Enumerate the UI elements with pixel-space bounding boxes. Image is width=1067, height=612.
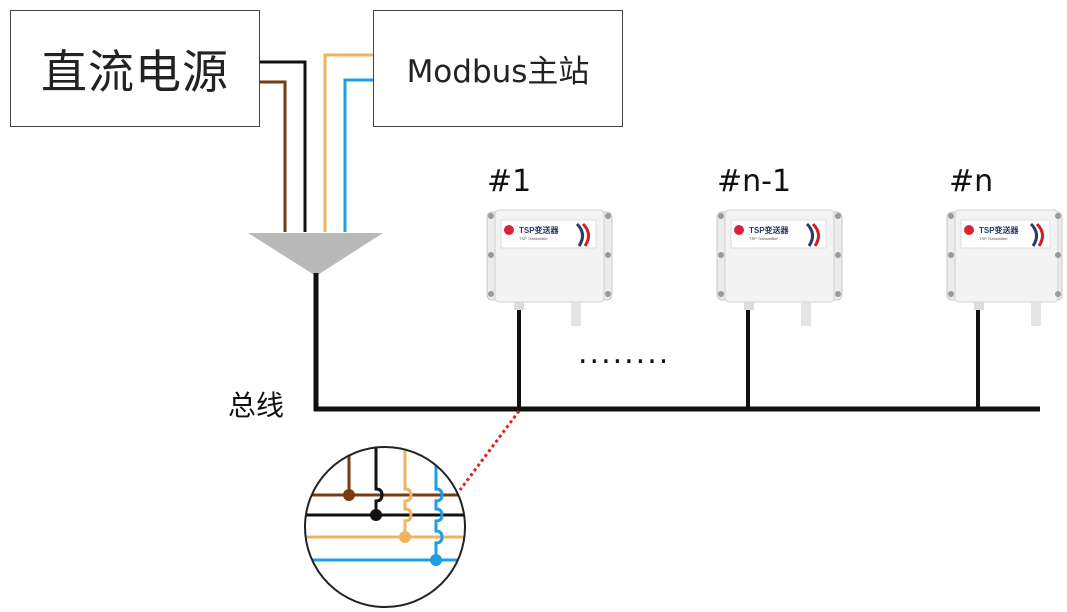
zoom-circle-outline [304, 446, 466, 608]
wire-blue [343, 78, 373, 232]
svg-text:TSP Transmitter: TSP Transmitter [749, 236, 778, 241]
modbus-master-label: Modbus主站 [406, 54, 590, 90]
bus-zoom-detail [305, 447, 465, 607]
svg-text:TSP Transmitter: TSP Transmitter [519, 236, 548, 241]
node-label-1: #1 [487, 164, 532, 199]
wire-black [260, 60, 307, 232]
device-n1: TSP变送器 TSP Transmitter [716, 209, 843, 326]
node-label-n-1: #n-1 [717, 164, 792, 199]
dc-power-supply-box: 直流电源 [10, 10, 260, 127]
node-label-n: #n [949, 164, 994, 199]
wire-yellow [323, 53, 373, 232]
zoom-connector [458, 410, 521, 491]
svg-text:TSP变送器: TSP变送器 [519, 225, 560, 235]
wire-brown [260, 80, 287, 232]
device-1: TSP变送器 TSP Transmitter [486, 209, 613, 326]
bus-label: 总线 [228, 389, 285, 422]
svg-text:TSP Transmitter: TSP Transmitter [979, 236, 1008, 241]
modbus-master-box: Modbus主站 [373, 10, 623, 127]
svg-text:TSP变送器: TSP变送器 [979, 225, 1020, 235]
cable-merge-funnel [248, 233, 383, 276]
device-n: TSP变送器 TSP Transmitter [946, 209, 1063, 326]
svg-text:TSP变送器: TSP变送器 [749, 225, 790, 235]
dc-power-supply-label: 直流电源 [41, 44, 229, 99]
more-devices-ellipsis: ........ [578, 336, 671, 371]
